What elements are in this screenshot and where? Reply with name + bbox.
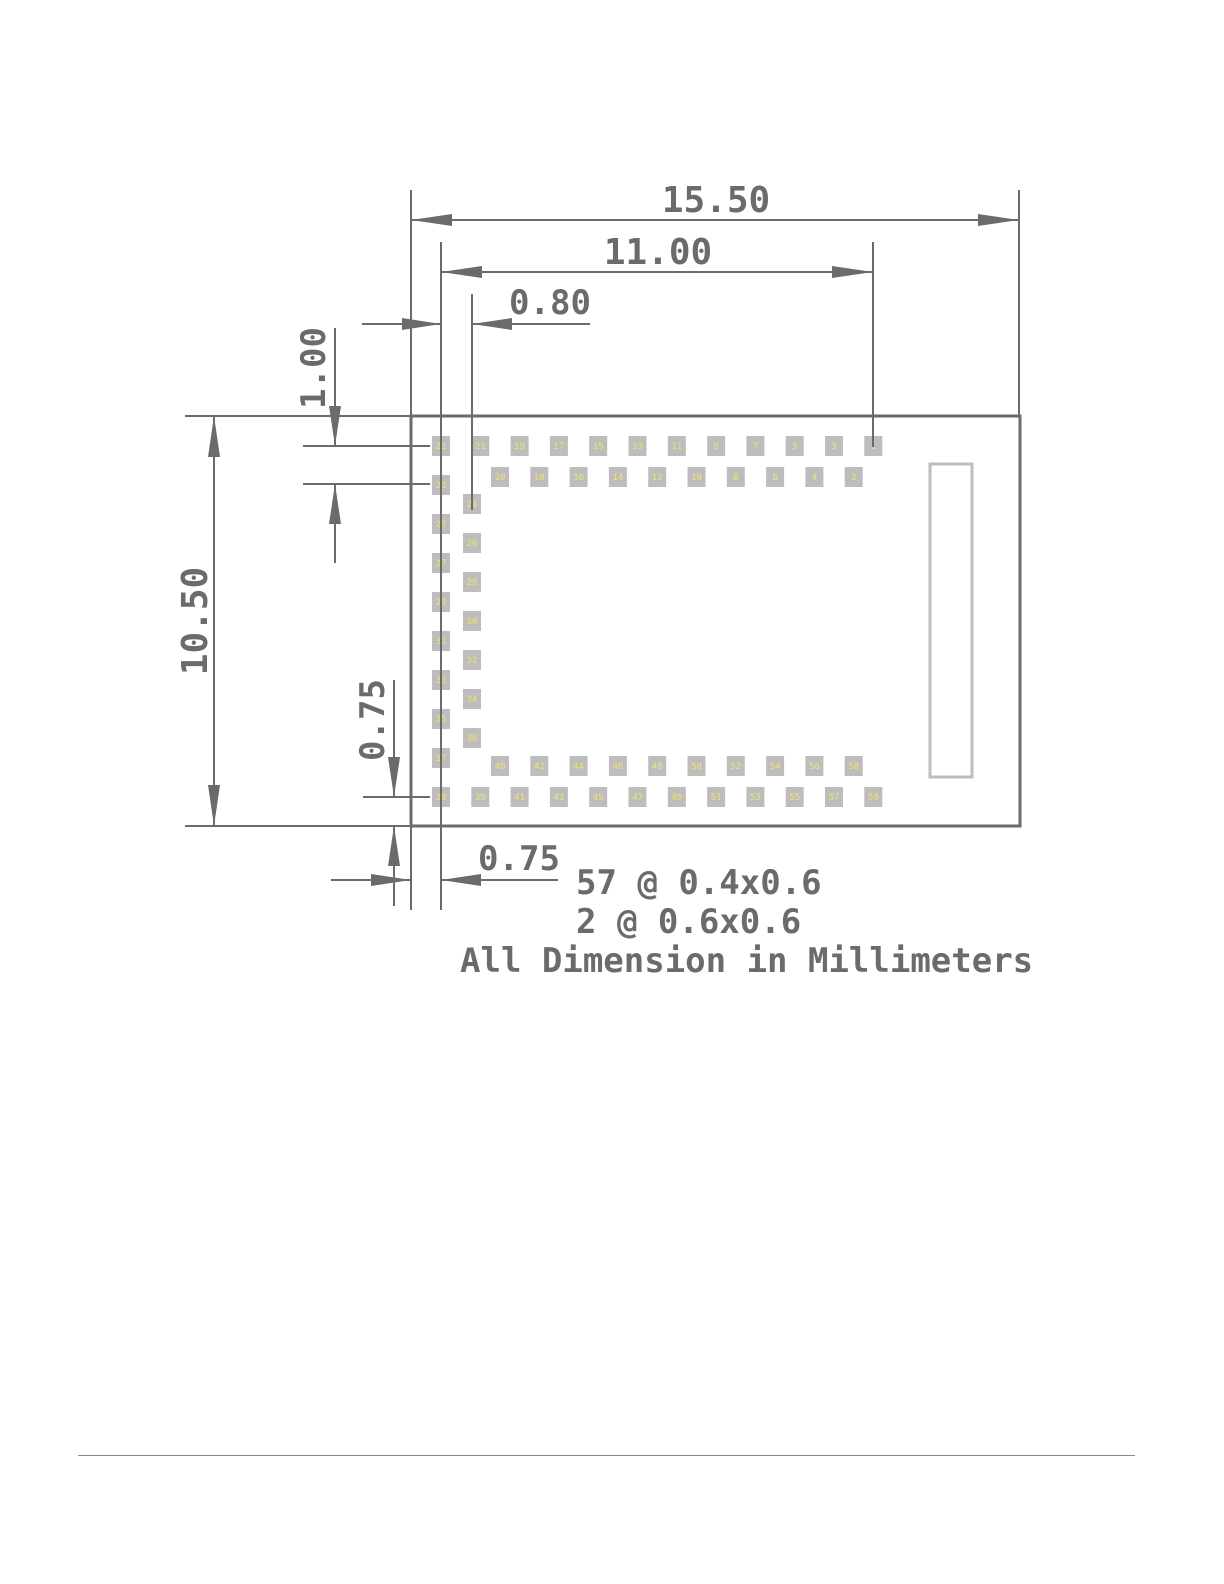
pin-label: 4 [812, 473, 817, 483]
pin-label: 53 [750, 793, 761, 803]
pin-label: 13 [632, 442, 643, 452]
pin-label: 55 [789, 793, 800, 803]
pin-label: 26 [467, 539, 478, 549]
note-pad-count-small: 57 @ 0.4x0.6 [576, 863, 822, 903]
dim-width-label: 15.50 [662, 180, 770, 221]
pin-label: 52 [730, 762, 741, 772]
footer-rule [78, 1455, 1135, 1456]
pin-label: 17 [553, 442, 564, 452]
pin-label: 30 [467, 617, 478, 627]
pin-label: 16 [573, 473, 584, 483]
dim-height-label: 10.50 [175, 567, 216, 675]
pin-label: 41 [514, 793, 525, 803]
dim-top-offset-label: 1.00 [294, 327, 334, 409]
pin-label: 21 [475, 442, 486, 452]
dim-pin-span-label: 11.00 [604, 232, 712, 273]
dim-height: 10.50 [175, 416, 411, 826]
dim-bottom-row-offset-label: 0.75 [353, 679, 393, 761]
pin-label: 44 [573, 762, 584, 772]
pin-label: 19 [514, 442, 525, 452]
pin-label: 3 [831, 442, 836, 452]
pin-label: 45 [593, 793, 604, 803]
pin-label: 49 [671, 793, 682, 803]
pin-label: 5 [792, 442, 797, 452]
pin-label: 39 [475, 793, 486, 803]
pin-label: 28 [467, 578, 478, 588]
pin-label: 57 [829, 793, 840, 803]
pin-label: 14 [612, 473, 623, 483]
pin-label: 15 [593, 442, 604, 452]
pin-label: 48 [652, 762, 663, 772]
note-units: All Dimension in Millimeters [460, 941, 1033, 981]
note-pad-count-large: 2 @ 0.6x0.6 [576, 902, 801, 942]
pin-label: 40 [495, 762, 506, 772]
pin-label: 9 [713, 442, 718, 452]
dim-left-offset-label: 0.75 [478, 839, 560, 879]
pin-label: 2 [851, 473, 856, 483]
pin-label: 50 [691, 762, 702, 772]
pin-label: 58 [848, 762, 859, 772]
pin-label: 7 [753, 442, 758, 452]
pin-label: 42 [534, 762, 545, 772]
pin-label: 11 [671, 442, 682, 452]
pin-label: 10 [691, 473, 702, 483]
pin-label: 34 [467, 695, 478, 705]
pin-label: 18 [534, 473, 545, 483]
dim-pin-offset-label: 0.80 [509, 283, 591, 323]
pin-label: 12 [652, 473, 663, 483]
pin-label: 54 [770, 762, 781, 772]
pin-label: 36 [467, 734, 478, 744]
pin-label: 51 [711, 793, 722, 803]
pin-label: 8 [733, 473, 738, 483]
pin-label: 32 [467, 656, 478, 666]
pin-label: 43 [553, 793, 564, 803]
pin-label: 20 [495, 473, 506, 483]
pin-label: 46 [612, 762, 623, 772]
pin-label: 47 [632, 793, 643, 803]
pin-label: 59 [868, 793, 879, 803]
dim-left-offset: 0.75 [331, 839, 560, 886]
pin-label: 56 [809, 762, 820, 772]
pin-label: 6 [772, 473, 777, 483]
